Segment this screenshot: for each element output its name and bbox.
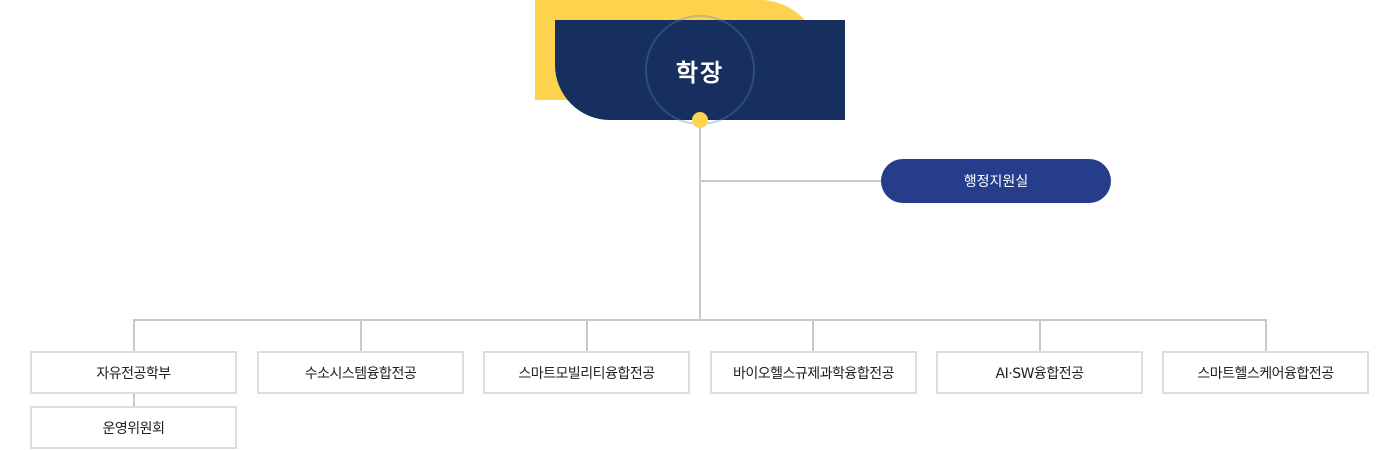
head-box[interactable]: 학장 <box>555 15 845 125</box>
unit-box[interactable]: 자유전공학부 <box>30 351 237 394</box>
connector-admin <box>700 180 882 182</box>
unit-box[interactable]: 수소시스템융합전공 <box>257 351 464 394</box>
connector <box>1039 320 1041 351</box>
connector <box>1265 320 1267 351</box>
unit-box[interactable]: AI·SW융합전공 <box>936 351 1143 394</box>
connector-main <box>699 120 701 321</box>
connector <box>586 320 588 351</box>
unit-box[interactable]: 스마트모빌리티융합전공 <box>483 351 690 394</box>
connector <box>812 320 814 351</box>
committee-box[interactable]: 운영위원회 <box>30 406 237 449</box>
connector-dot <box>692 112 708 128</box>
admin-office-button[interactable]: 행정지원실 <box>881 159 1111 203</box>
connector <box>133 393 135 406</box>
connector-horizontal <box>133 319 1267 321</box>
connector <box>133 320 135 351</box>
unit-box[interactable]: 스마트헬스케어융합전공 <box>1162 351 1369 394</box>
unit-box[interactable]: 바이오헬스규제과학융합전공 <box>710 351 917 394</box>
head-title: 학장 <box>675 58 725 87</box>
connector <box>360 320 362 351</box>
